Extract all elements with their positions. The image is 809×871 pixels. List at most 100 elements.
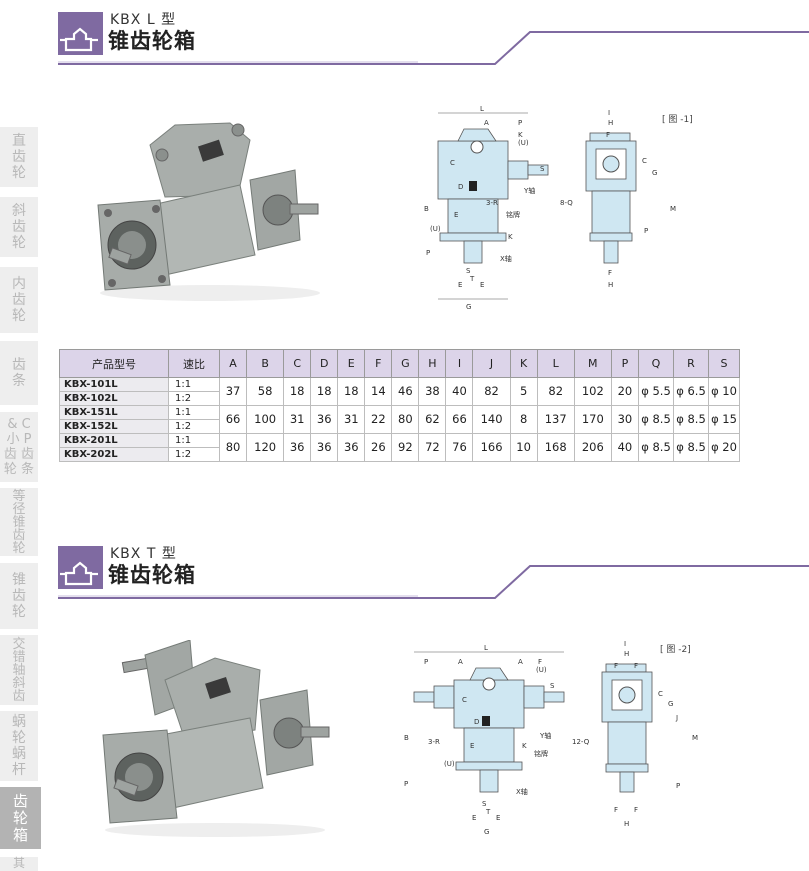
sidebar-item-helical-gear[interactable]: 斜 齿 轮 xyxy=(0,197,38,257)
dim-label-y-axis: Y轴 xyxy=(523,186,535,195)
dimension-cell: 26 xyxy=(364,433,393,462)
sidebar-item-spur-gear[interactable]: 直 齿 轮 xyxy=(0,127,38,187)
dim-label-c: C xyxy=(450,159,455,167)
dim-label-g-side: G xyxy=(668,700,673,708)
dimension-cell: 31 xyxy=(337,405,366,434)
dim-label-f: F xyxy=(538,658,542,666)
dimension-cell: 80 xyxy=(391,405,420,434)
dim-label-3r: 3-R xyxy=(428,738,440,746)
dimension-cell: 92 xyxy=(391,433,420,462)
header-divider-line xyxy=(58,565,809,599)
section-subtitle: KBX L 型 xyxy=(110,12,177,28)
header-j: J xyxy=(472,349,511,378)
header-g: G xyxy=(391,349,420,378)
sidebar-item-screw-gear[interactable]: 交 错 轴 斜 齿 xyxy=(0,635,38,705)
dim-label-nameplate: 铭牌 xyxy=(534,749,548,758)
sidebar-item-bevel-gear[interactable]: 锥 齿 轮 xyxy=(0,563,38,629)
section-subtitle: KBX T 型 xyxy=(110,546,177,562)
model-cell: KBX-151L xyxy=(59,405,169,420)
dim-label-e-lower: E xyxy=(458,281,462,289)
dim-label-b: B xyxy=(424,205,429,213)
dim-label-p-lower: P xyxy=(404,780,408,788)
sidebar-item-miter-gear[interactable]: 等 径 锥 齿 轮 xyxy=(0,488,38,556)
dimension-cell: φ 5.5 xyxy=(638,377,674,406)
dim-label-s: S xyxy=(540,165,545,173)
ratio-cell: 1:2 xyxy=(168,419,220,434)
dimension-cell: 58 xyxy=(246,377,285,406)
dimension-cell: 62 xyxy=(418,405,447,434)
gearbox-section-icon xyxy=(58,546,103,589)
header-a: A xyxy=(218,349,248,378)
dim-label-l: L xyxy=(484,644,488,652)
dimension-cell: 168 xyxy=(536,433,575,462)
dimension-cell: 22 xyxy=(364,405,393,434)
dimension-cell: 46 xyxy=(391,377,420,406)
model-cell: KBX-102L xyxy=(59,391,169,406)
dimension-cell: 66 xyxy=(218,405,248,434)
model-cell: KBX-101L xyxy=(59,377,169,392)
dim-label-i: I xyxy=(624,640,626,648)
dim-label-k: K xyxy=(518,131,523,139)
header-i: I xyxy=(445,349,474,378)
dimension-cell: 31 xyxy=(283,405,312,434)
sidebar-item-gearbox[interactable]: 齿 轮 箱 xyxy=(0,787,41,849)
model-cell: KBX-201L xyxy=(59,433,169,448)
sidebar-item-worm-gear[interactable]: 蜗 轮 蜗 杆 xyxy=(0,711,38,781)
dim-label-y-axis: Y轴 xyxy=(539,731,551,740)
dim-label-l: L xyxy=(480,105,484,113)
dimension-cell: 18 xyxy=(283,377,312,406)
table-header-row: 产品型号 速比 A B C D E F G H I J K L M P Q R … xyxy=(59,349,740,378)
dim-label-f-side: F xyxy=(614,662,618,670)
dimension-cell: 102 xyxy=(573,377,612,406)
sidebar-item-cp-rack-pinion[interactable]: & C 小 P 齿 齿 轮 条 xyxy=(0,412,38,482)
dimension-cell: 8 xyxy=(509,405,538,434)
sidebar-item-internal-gear[interactable]: 内 齿 轮 xyxy=(0,267,38,333)
dim-label-8q: 8-Q xyxy=(560,199,573,207)
dimension-cell: 5 xyxy=(509,377,538,406)
ratio-cell: 1:2 xyxy=(168,391,220,406)
dim-label-s: S xyxy=(550,682,555,690)
header-b: B xyxy=(246,349,285,378)
dim-label-h: H xyxy=(608,119,613,127)
section-header-t-type: KBX T 型 锥齿轮箱 xyxy=(58,546,809,616)
dimension-cell: 36 xyxy=(283,433,312,462)
dim-label-e: E xyxy=(454,211,458,219)
dim-label-h-lower: H xyxy=(624,820,629,828)
sidebar-item-other[interactable]: 其 xyxy=(0,857,38,871)
dim-label-e-lower: E xyxy=(472,814,476,822)
dim-label-c: C xyxy=(462,696,467,704)
dim-label-f-lower2: F xyxy=(634,806,638,814)
dim-label-c-side: C xyxy=(658,690,663,698)
dimension-cell: 20 xyxy=(610,377,640,406)
dimension-cell: 14 xyxy=(364,377,393,406)
dim-label-a: A xyxy=(484,119,489,127)
dim-label-t: T xyxy=(469,275,475,283)
sidebar-item-rack[interactable]: 齿 条 xyxy=(0,341,38,405)
header-m: M xyxy=(573,349,612,378)
l-type-dimension-drawing: L A P K (U) S Y轴 C D 3-R 铭牌 B E K (U) P … xyxy=(424,105,676,311)
dim-label-u: (U) xyxy=(536,666,547,674)
dim-label-m: M xyxy=(692,734,698,742)
dim-label-u-lower: (U) xyxy=(444,760,455,768)
header-ratio: 速比 xyxy=(168,349,220,378)
dim-label-x-axis: X轴 xyxy=(500,254,512,263)
gearbox-t-type-photo xyxy=(95,639,335,844)
section-header-l-type: KBX L 型 锥齿轮箱 xyxy=(58,12,809,82)
header-h: H xyxy=(418,349,447,378)
dim-label-u: (U) xyxy=(518,139,529,147)
header-f: F xyxy=(364,349,393,378)
dim-label-e-lower2: E xyxy=(480,281,484,289)
dimension-cell: φ 8.5 xyxy=(638,433,674,462)
ratio-cell: 1:2 xyxy=(168,447,220,462)
dim-label-p: P xyxy=(424,658,428,666)
dim-label-c-side: C xyxy=(642,157,647,165)
dimension-cell: φ 8.5 xyxy=(673,433,709,462)
gearbox-l-type-photo xyxy=(90,115,330,309)
ratio-cell: 1:1 xyxy=(168,433,220,448)
section-title: 锥齿轮箱 xyxy=(108,29,196,53)
dimension-cell: 66 xyxy=(445,405,474,434)
dimension-cell: 206 xyxy=(573,433,612,462)
dimension-cell: φ 20 xyxy=(708,433,740,462)
header-e: E xyxy=(337,349,366,378)
